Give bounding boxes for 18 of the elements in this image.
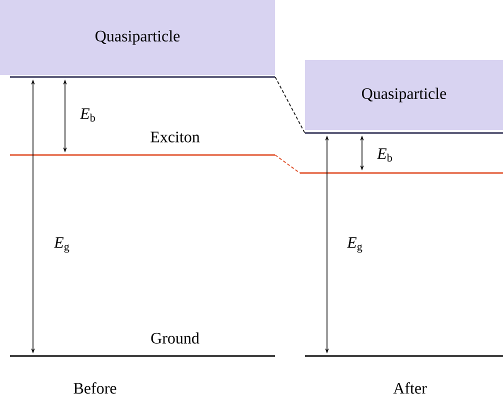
energy-level-line bbox=[305, 132, 503, 134]
energy-band: Quasiparticle bbox=[0, 0, 275, 75]
energy-symbol: E$_{g}$ bbox=[346, 237, 362, 253]
energy-symbol: E$_{g}$ bbox=[54, 237, 70, 253]
energy-band: Quasiparticle bbox=[305, 60, 503, 130]
level-label: Exciton bbox=[150, 132, 200, 142]
energy-level-line bbox=[10, 355, 275, 357]
dashed-connector bbox=[274, 76, 306, 134]
level-label: Ground bbox=[151, 332, 200, 344]
energy-level-line bbox=[10, 76, 275, 78]
energy-level-line bbox=[305, 355, 503, 357]
energy-level-line bbox=[10, 154, 275, 156]
dashed-connector bbox=[274, 154, 300, 174]
energy-symbol: E$_{b}$ bbox=[376, 148, 392, 162]
energy-symbol: E$_{b}$ bbox=[80, 108, 96, 122]
energy-level-line bbox=[300, 172, 503, 174]
panel-label: After bbox=[393, 382, 427, 394]
panel-label: Before bbox=[74, 382, 116, 394]
